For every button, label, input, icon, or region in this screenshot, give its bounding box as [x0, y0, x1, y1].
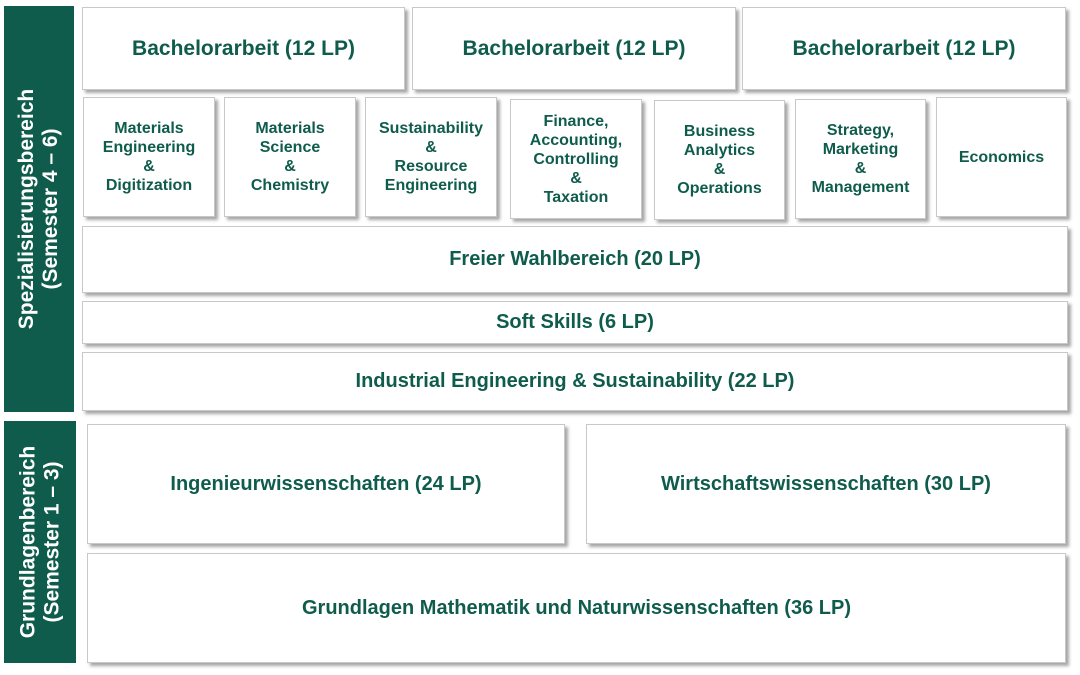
specialization-semesters: (Semester 4 – 6) — [39, 128, 62, 290]
specialization-sustainability: Sustainability & Resource Engineering — [365, 97, 497, 217]
basics-title: Grundlagenbereich — [16, 445, 40, 639]
specialization-materials-science: Materials Science & Chemistry — [224, 97, 356, 217]
basics-area-label: Grundlagenbereich (Semester 1 – 3) — [4, 421, 76, 663]
bachelorarbeit-box-2: Bachelorarbeit (12 LP) — [412, 7, 736, 90]
specialization-materials-engineering: Materials Engineering & Digitization — [83, 97, 215, 217]
specialization-strategy: Strategy, Marketing & Management — [795, 99, 926, 219]
basics-semesters: (Semester 1 – 3) — [40, 461, 64, 623]
wirtschaftswissenschaften-box: Wirtschaftswissenschaften (30 LP) — [586, 424, 1066, 544]
specialization-title: Spezialisierungsbereich — [15, 88, 38, 330]
ingenieurwissenschaften-box: Ingenieurwissenschaften (24 LP) — [87, 424, 565, 544]
specialization-economics: Economics — [936, 97, 1067, 217]
specialization-business-analytics: Business Analytics & Operations — [654, 100, 785, 220]
bachelorarbeit-box-3: Bachelorarbeit (12 LP) — [742, 7, 1066, 90]
bachelorarbeit-box-1: Bachelorarbeit (12 LP) — [82, 7, 405, 90]
grundlagen-mathematik-box: Grundlagen Mathematik und Naturwissensch… — [87, 553, 1066, 663]
specialization-area-label: Spezialisierungsbereich (Semester 4 – 6) — [4, 6, 74, 412]
industrial-engineering-box: Industrial Engineering & Sustainability … — [82, 352, 1068, 411]
freier-wahlbereich-box: Freier Wahlbereich (20 LP) — [82, 226, 1068, 293]
soft-skills-box: Soft Skills (6 LP) — [82, 301, 1068, 344]
specialization-finance: Finance, Accounting, Controlling & Taxat… — [510, 99, 642, 219]
